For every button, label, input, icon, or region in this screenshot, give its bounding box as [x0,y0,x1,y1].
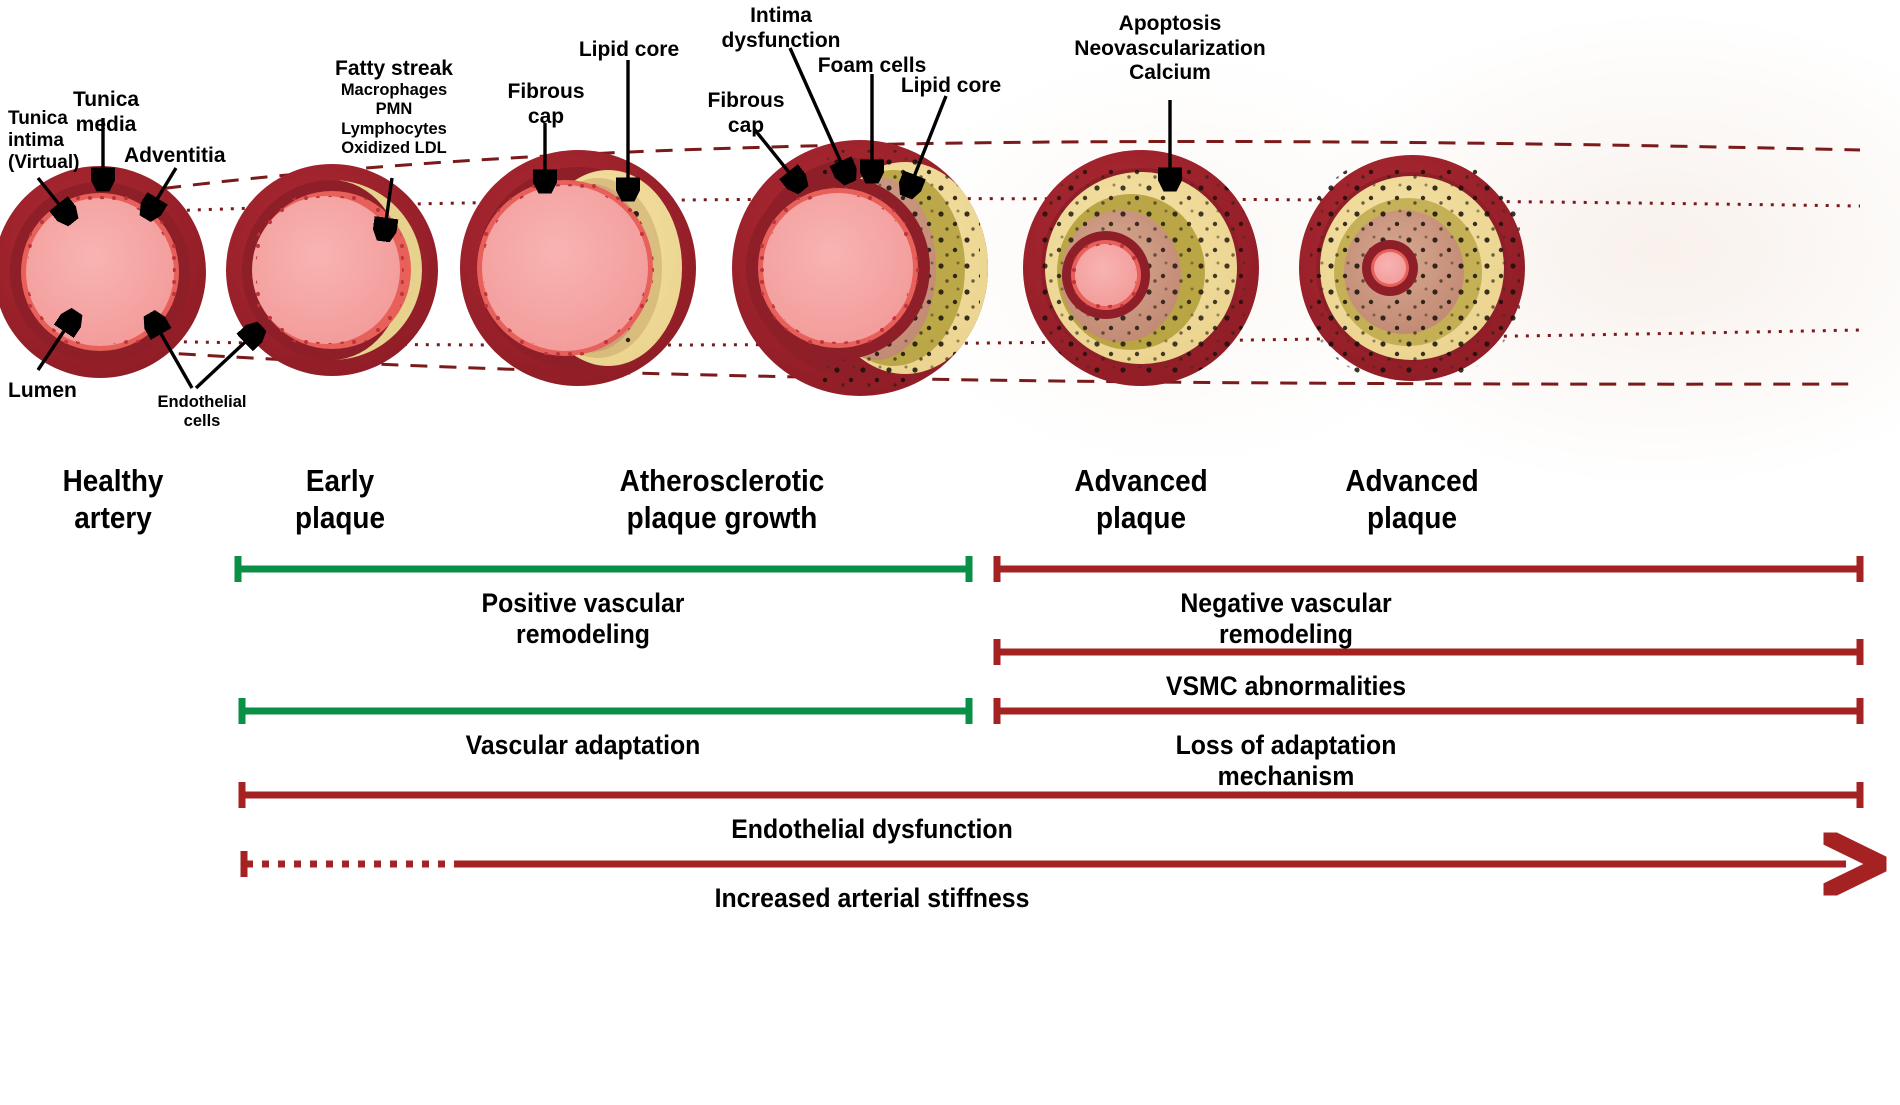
label-lipid-core-2: Lipid core [900,74,1002,97]
bar-endothelial-dysfunction [238,782,1864,808]
bar-label-loss-of-adaptation-mechanism: Loss of adaptation mechanism [1175,730,1397,792]
bar-label-increased-arterial-stiffness: Increased arterial stiffness [714,883,1030,913]
stage-caption-atherosclerotic-growth: Atherosclerotic plaque growth [619,463,825,535]
bar-label-vsmc-abnormalities: VSMC abnormalities [1165,671,1407,701]
label-tunica-intima: Tunica intima (Virtual) [8,108,80,174]
label-apoptosis-group: Apoptosis Neovascularization Calcium [1074,12,1266,85]
artery-advanced-plaque-2 [1299,155,1525,381]
bar-positive-vascular-remodeling [234,556,973,582]
label-foam-cells: Foam cells [817,54,927,77]
artery-plaque-growth [460,150,696,386]
label-lumen: Lumen [8,379,77,402]
bar-loss-of-adaptation-mechanism [993,698,1864,724]
bar-label-positive-vascular-remodeling: Positive vascular remodeling [481,588,685,650]
label-tunica-media: Tunica media [72,88,140,136]
label-fibrous-cap-1: Fibrous cap [507,80,585,128]
artery-cross-sections [0,47,1861,396]
label-lipid-core-1: Lipid core [578,38,680,61]
bar-label-vascular-adaptation: Vascular adaptation [465,730,701,760]
label-fatty-streak: Fatty streak [335,57,453,80]
stage-caption-healthy-artery: Healthy artery [62,463,164,535]
bar-vsmc-abnormalities [993,639,1864,665]
label-fibrous-cap-2: Fibrous cap [707,89,785,137]
label-adventitia: Adventitia [124,144,226,167]
leader-lines [36,47,1170,390]
bar-label-negative-vascular-remodeling: Negative vascular remodeling [1180,588,1392,650]
artery-eccentric-plaque [732,140,988,396]
artery-advanced-plaque-1 [1023,150,1259,386]
bar-negative-vascular-remodeling [993,556,1864,582]
stage-caption-early-plaque: Early plaque [295,463,385,535]
stage-caption-advanced-plaque-2: Advanced plaque [1345,463,1479,535]
bar-label-endothelial-dysfunction: Endothelial dysfunction [731,814,1013,844]
label-intima-dysfunction: Intima dysfunction [721,4,841,52]
label-fatty-streak-sub: Macrophages PMN Lymphocytes Oxidized LDL [340,81,448,157]
bar-vascular-adaptation [238,698,973,724]
stage-caption-advanced-plaque-1: Advanced plaque [1074,463,1208,535]
bar-increased-arterial-stiffness [240,851,1846,877]
label-endothelial-cells: Endothelial cells [157,393,247,431]
